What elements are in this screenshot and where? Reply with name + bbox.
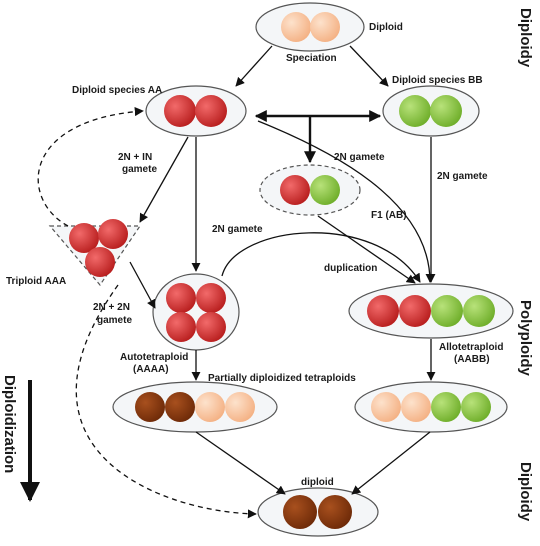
partial-allo-cells: [371, 392, 491, 422]
autotetraploid-cells: [166, 283, 226, 342]
f1-ab-cells: [280, 175, 340, 205]
label-gamete-2n-left: 2N gamete: [212, 224, 263, 235]
arrow-aa-allotetraploid: [257, 120, 435, 283]
label-gamete-2n-in-1: 2N + IN: [118, 152, 152, 163]
arrow-speciation-bb: [349, 45, 389, 87]
label-gamete-2n-center: 2N gamete: [334, 152, 385, 163]
triploid-cells: [69, 219, 128, 277]
label-duplication: duplication: [324, 263, 377, 274]
label-f1-ab: F1 (AB): [371, 210, 407, 221]
autotetraploid-container: [152, 273, 240, 351]
label-species-aa: Diploid species AA: [72, 85, 162, 96]
label-triploid: Triploid AAA: [6, 276, 66, 287]
label-gamete-2n-right: 2N gamete: [437, 171, 488, 182]
label-gamete-2n-in-2: gamete: [122, 164, 157, 175]
side-label-diploidy-top: Diploidy: [517, 8, 534, 68]
label-partially-diploidized: Partially diploidized tetraploids: [208, 373, 356, 384]
label-diploid-top: Diploid: [369, 22, 403, 33]
arrow-triploid-autotetraploid: [129, 261, 156, 309]
diploid-bottom-cells: [283, 495, 352, 529]
partial-auto-cells: [135, 392, 255, 422]
dashed-arrow-triploid-diploid: [75, 284, 257, 519]
side-label-diploidy-bottom: Diploidy: [517, 462, 534, 522]
arrow-partial-allo-diploid: [351, 431, 431, 495]
label-allotetraploid-2: (AABB): [454, 354, 490, 365]
label-autotetraploid-1: Autotetraploid: [120, 352, 188, 363]
species-bb-cells: [399, 95, 462, 127]
label-speciation: Speciation: [286, 53, 337, 64]
label-autotetraploid-2: (AAAA): [133, 364, 169, 375]
arrow-speciation-aa: [235, 45, 273, 87]
label-allotetraploid-1: Allotetraploid: [439, 342, 503, 353]
allotetraploid-cells: [367, 295, 495, 327]
label-gamete-2n2n-2: gamete: [97, 315, 132, 326]
arrow-auto-gamete-allotetraploid: [221, 232, 421, 283]
arrow-partial-auto-diploid: [195, 431, 286, 495]
arrow-aa-triploid: [139, 136, 189, 223]
label-gamete-2n2n-1: 2N + 2N: [93, 302, 130, 313]
dashed-arrow-triploid-aa: [37, 107, 144, 227]
label-diploid-bottom: diploid: [301, 477, 334, 488]
side-label-polyploidy: Polyploidy: [517, 300, 534, 377]
side-label-diploidization: Diploidization: [1, 375, 18, 473]
label-species-bb: Diploid species BB: [392, 75, 483, 86]
diploid-top-cells: [281, 12, 340, 42]
species-aa-cells: [164, 95, 227, 127]
arrow-f1-duplication: [317, 215, 416, 284]
